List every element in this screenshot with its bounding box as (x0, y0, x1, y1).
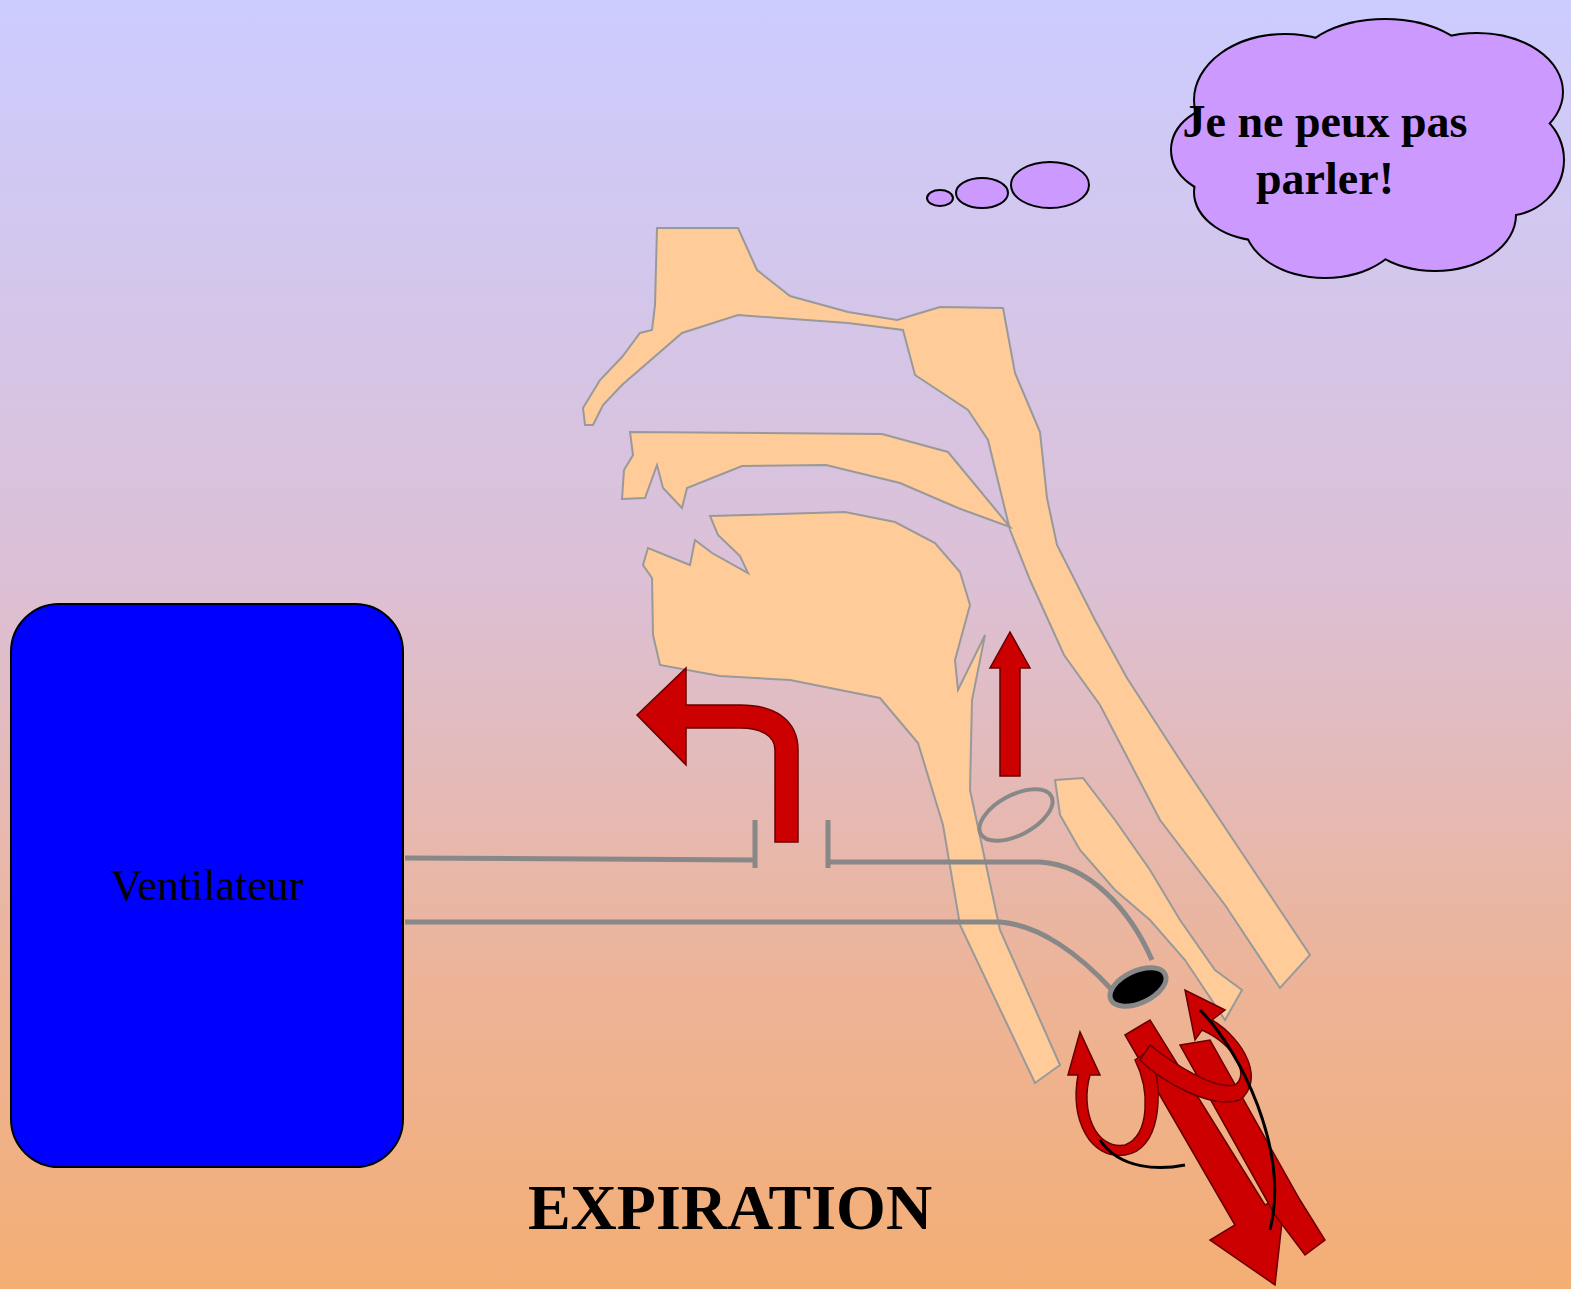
tube-wall (405, 858, 1152, 960)
cloud-lobe (1235, 60, 1535, 240)
cloud-fill (1172, 20, 1563, 277)
phase-title: EXPIRATION (528, 1171, 932, 1245)
cloud-lobe (1235, 60, 1535, 240)
thought-bubble (956, 178, 1008, 208)
trachea-wall (1055, 778, 1242, 1020)
cuff (971, 779, 1060, 852)
thought-bubbles (927, 162, 1089, 208)
thought-bubble (927, 190, 953, 206)
head-section (583, 228, 1310, 1083)
swirl-arrow (1068, 1032, 1158, 1155)
exhaust-arrow (637, 668, 798, 842)
device-label: Ventilateur (17, 858, 397, 913)
thought-bubble (1011, 162, 1089, 208)
thought-cloud: Je ne peux pas parler! (1085, 10, 1565, 300)
cloud-outline (1172, 20, 1563, 277)
lung-arrow (1180, 1040, 1325, 1255)
tube-wall (405, 922, 1112, 990)
upward-arrow (990, 632, 1030, 776)
swirl-line (1100, 1010, 1275, 1230)
tube-tip (1104, 960, 1172, 1014)
ventilator-rect (11, 604, 403, 1167)
ventilator-box: Ventilateur (10, 603, 404, 1168)
thought-text: Je ne peux pas parler! (1140, 93, 1510, 208)
tracheal-tube (405, 820, 1152, 990)
swirl-arrow (1140, 990, 1251, 1102)
tongue-neck (643, 512, 1060, 1083)
